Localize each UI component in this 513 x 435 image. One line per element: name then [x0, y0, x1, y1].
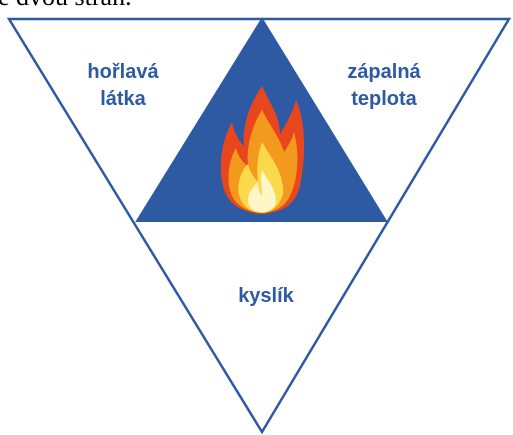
label-ignition-temperature: zápalná teplota [347, 61, 421, 110]
label-oxygen: kyslík [238, 285, 294, 307]
outer-triangle [6, 17, 512, 435]
flame-core [248, 170, 276, 212]
label-fuel: hořlavá látka [87, 61, 159, 110]
flame-icon [220, 86, 305, 214]
header-text-fragment: e dvou stran. [0, 0, 132, 10]
